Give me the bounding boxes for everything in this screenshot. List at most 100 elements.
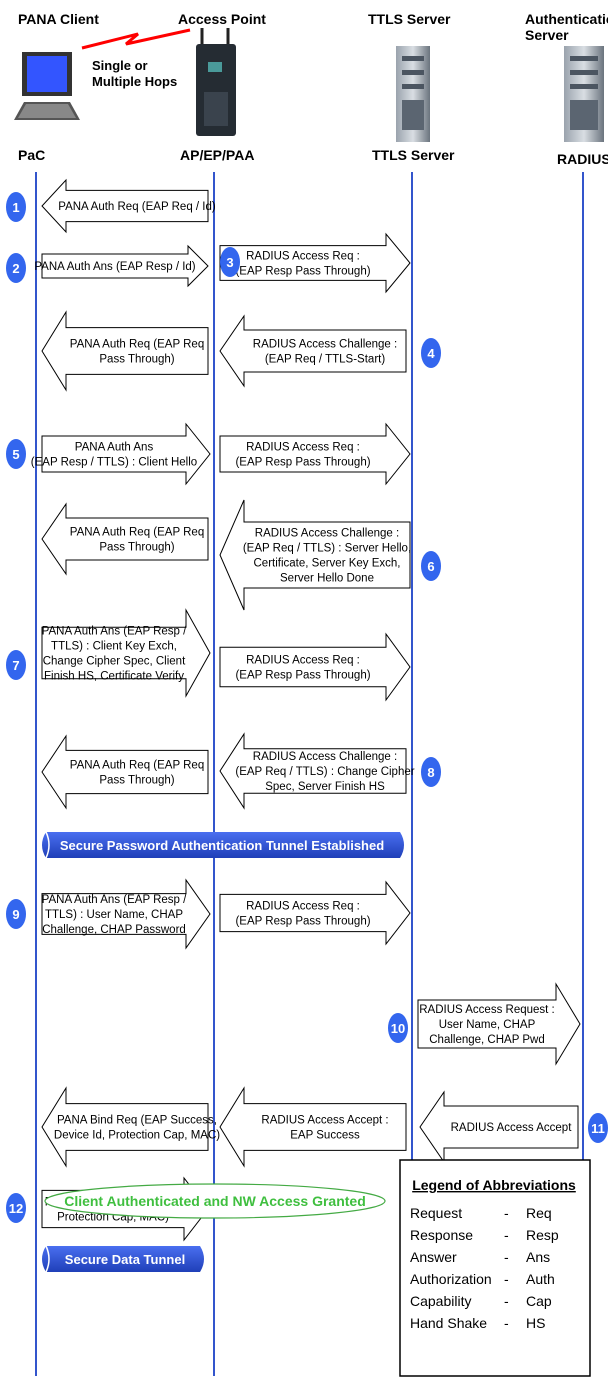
- step-badge-1: 1: [6, 192, 26, 222]
- wireless-link-icon: [81, 28, 191, 50]
- message-text-m10-2: Challenge, CHAP Pwd: [429, 1034, 545, 1046]
- access-granted-banner: Client Authenticated and NW Access Grant…: [44, 1183, 386, 1219]
- step-number-1: 1: [12, 200, 19, 215]
- link-note-2: Multiple Hops: [92, 74, 177, 89]
- auth-server-label-2: Server: [525, 27, 569, 43]
- arrow-shape-m2: [41, 244, 209, 288]
- auth-server-label-1: Authentication: [525, 11, 608, 27]
- step-number-8: 8: [427, 765, 434, 780]
- legend-cell-2-1: -: [504, 1249, 509, 1265]
- arrow-shape-m8a: [41, 734, 209, 810]
- message-text-m6a-1: Pass Through): [99, 542, 174, 554]
- legend-cell-2-0: Answer: [410, 1249, 457, 1265]
- step-badge-7: 7: [6, 650, 26, 680]
- arrow-shape-m4b: [219, 314, 407, 388]
- legend-cell-4-2: Cap: [526, 1293, 552, 1309]
- step-badge-8: 8: [421, 757, 441, 787]
- message-text-m9a-1: TTLS) : User Name, CHAP: [45, 909, 183, 921]
- legend-cell-4-0: Capability: [410, 1293, 471, 1309]
- message-text-m8b-1: (EAP Req / TTLS) : Change Cipher: [235, 766, 414, 778]
- access-point-label: Access Point: [178, 11, 266, 27]
- step-badge-9: 9: [6, 899, 26, 929]
- ttls-server-label: TTLS Server: [368, 11, 451, 27]
- lifeline-label-ap: AP/EP/PAA: [180, 147, 254, 163]
- message-text-m3-1: (EAP Resp Pass Through): [235, 266, 370, 278]
- message-text-m6a-0: PANA Auth Req (EAP Req: [70, 527, 204, 539]
- pana-client-label: PANA Client: [18, 11, 99, 27]
- step-badge-6: 6: [421, 551, 441, 581]
- message-text-m5a-1: (EAP Resp / TTLS) : Client Hello: [31, 457, 197, 469]
- link-note-1: Single or: [92, 58, 148, 73]
- lifeline-label-pac: PaC: [18, 147, 45, 163]
- message-text-m9b-0: RADIUS Access Req :: [246, 901, 360, 913]
- step-badge-2: 2: [6, 253, 26, 283]
- arrow-shape-m3: [219, 232, 411, 294]
- message-text-m9a-2: Challenge, CHAP Password: [42, 924, 186, 936]
- message-text-m7a-1: TTLS) : Client Key Exch,: [51, 641, 177, 653]
- message-arrow-m7b: RADIUS Access Req :(EAP Resp Pass Throug…: [219, 632, 411, 702]
- message-text-m4a-1: Pass Through): [99, 354, 174, 366]
- message-text-m3-0: RADIUS Access Req :: [246, 251, 360, 263]
- message-text-m5a-0: PANA Auth Ans: [75, 442, 154, 454]
- arrow-shape-m11c: [419, 1090, 579, 1164]
- step-number-3: 3: [226, 255, 233, 270]
- message-arrow-m1: PANA Auth Req (EAP Req / Id): [41, 178, 216, 234]
- legend-title: Legend of Abbreviations: [412, 1177, 576, 1193]
- step-badge-10: 10: [388, 1013, 408, 1043]
- access-granted-text: Client Authenticated and NW Access Grant…: [64, 1193, 366, 1209]
- step-number-12: 12: [9, 1201, 23, 1216]
- message-arrows: PANA Auth Req (EAP Req / Id) PANA Auth An…: [31, 178, 581, 1242]
- message-text-m2-0: PANA Auth Ans (EAP Resp / Id): [34, 261, 195, 273]
- step-badge-12: 12: [6, 1193, 26, 1223]
- step-number-5: 5: [12, 447, 19, 462]
- message-text-m11b-0: RADIUS Access Accept :: [261, 1115, 388, 1127]
- message-arrow-m7a: PANA Auth Ans (EAP Resp /TTLS) : Client …: [41, 608, 211, 698]
- legend-cell-1-1: -: [504, 1227, 509, 1243]
- data-tunnel-text: Secure Data Tunnel: [65, 1252, 185, 1267]
- arrow-shape-m1: [41, 178, 209, 234]
- secure-data-tunnel-banner: Secure Data Tunnel: [42, 1245, 204, 1273]
- message-arrow-m11c: RADIUS Access Accept: [419, 1090, 579, 1164]
- message-text-m7a-2: Change Cipher Spec, Client: [43, 656, 186, 668]
- message-text-m11c-0: RADIUS Access Accept: [451, 1122, 573, 1134]
- legend-cell-3-2: Auth: [526, 1271, 555, 1287]
- message-arrow-m9b: RADIUS Access Req : (EAP Resp Pass Throug…: [219, 880, 411, 946]
- legend-cell-5-0: Hand Shake: [410, 1315, 487, 1331]
- step-badge-11: 11: [588, 1113, 608, 1143]
- message-arrow-m6b: RADIUS Access Challenge :(EAP Req / TTLS…: [219, 499, 411, 611]
- lifeline-label-ttls: TTLS Server: [372, 147, 455, 163]
- arrow-shape-m8b: [219, 732, 407, 810]
- message-text-m7a-3: Finish HS, Certificate Verify: [44, 671, 184, 683]
- message-text-m8a-0: PANA Auth Req (EAP Req: [70, 760, 204, 772]
- legend-cell-3-0: Authorization: [410, 1271, 492, 1287]
- arrow-shape-m9a: [41, 878, 211, 950]
- message-text-m11a-0: PANA Bind Req (EAP Success,: [57, 1115, 217, 1127]
- step-number-7: 7: [12, 658, 19, 673]
- arrow-shape-m11a: [41, 1086, 209, 1168]
- message-text-m7b-1: (EAP Resp Pass Through): [235, 670, 370, 682]
- message-text-m1-0: PANA Auth Req (EAP Req / Id): [58, 201, 216, 213]
- message-text-m9b-1: (EAP Resp Pass Through): [235, 916, 370, 928]
- message-arrow-m3: RADIUS Access Req : (EAP Resp Pass Throug…: [219, 232, 411, 294]
- message-text-m5b-0: RADIUS Access Req :: [246, 442, 360, 454]
- message-text-m8a-1: Pass Through): [99, 775, 174, 787]
- message-text-m5b-1: (EAP Resp Pass Through): [235, 457, 370, 469]
- tunnel-banner-text: Secure Password Authentication Tunnel Es…: [60, 838, 384, 853]
- message-text-m4a-0: PANA Auth Req (EAP Req: [70, 339, 204, 351]
- message-text-m10-1: User Name, CHAP: [439, 1019, 536, 1031]
- message-text-m11b-1: EAP Success: [290, 1130, 360, 1142]
- arrow-shape-m9b: [219, 880, 411, 946]
- arrow-shape-m5b: [219, 422, 411, 486]
- arrow-shape-m6a: [41, 502, 209, 576]
- arrow-shape-m7b: [219, 632, 411, 702]
- legend-cell-0-1: -: [504, 1205, 509, 1221]
- radius-server-icon: [564, 46, 604, 142]
- step-badge-4: 4: [421, 338, 441, 368]
- message-arrow-m4b: RADIUS Access Challenge :(EAP Req / TTLS…: [219, 314, 407, 388]
- legend-cell-3-1: -: [504, 1271, 509, 1287]
